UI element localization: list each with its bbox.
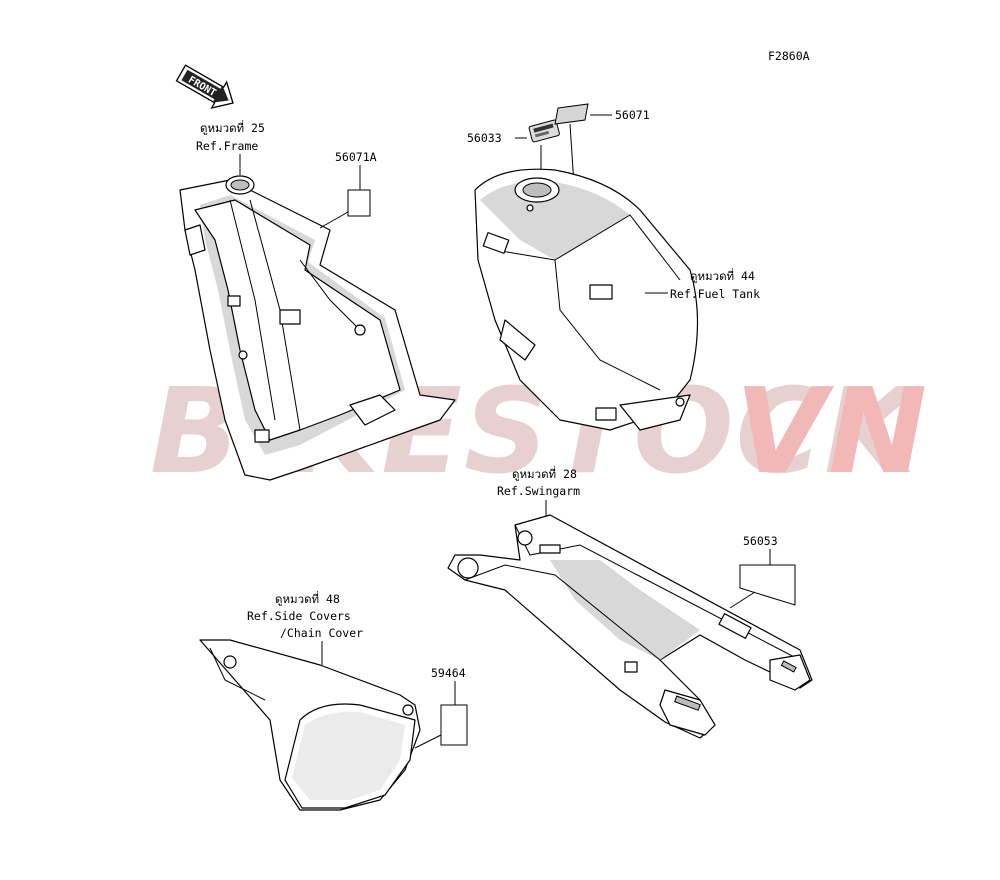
frame-ref-label: Ref.Frame bbox=[196, 139, 258, 153]
leader-59464-to-cover bbox=[414, 734, 442, 749]
frame-ref-thai: ดูหมวดที่ 25 bbox=[200, 120, 265, 135]
part-number-56071a: 56071A bbox=[335, 150, 377, 164]
covers-ref-thai: ดูหมวดที่ 48 bbox=[275, 591, 340, 606]
side-cover-part bbox=[199, 639, 421, 811]
part-number-59464: 59464 bbox=[431, 666, 466, 680]
label-59464 bbox=[440, 704, 468, 746]
figure-code: F2860A bbox=[768, 49, 810, 63]
tank-ref-label: Ref.Fuel Tank bbox=[670, 287, 760, 301]
front-arrow-icon: FRONT bbox=[175, 64, 234, 109]
part-number-56033: 56033 bbox=[467, 131, 502, 145]
label-56033 bbox=[528, 119, 560, 143]
fuel-tank-part bbox=[474, 168, 699, 431]
leader-56053-to-swingarm bbox=[729, 591, 756, 609]
swingarm-ref-label: Ref.Swingarm bbox=[497, 484, 580, 498]
label-56071a bbox=[347, 189, 371, 217]
leader-56071a-to-frame bbox=[319, 211, 349, 229]
tank-ref-thai: ดูหมวดที่ 44 bbox=[690, 268, 755, 283]
swingarm-ref-thai: ดูหมวดที่ 28 bbox=[512, 466, 577, 481]
part-number-56053: 56053 bbox=[743, 534, 778, 548]
swingarm-part bbox=[447, 514, 813, 739]
covers-ref-label-2: /Chain Cover bbox=[280, 626, 363, 640]
part-number-56071: 56071 bbox=[615, 108, 650, 122]
label-56071 bbox=[554, 103, 589, 125]
frame-part bbox=[179, 175, 456, 481]
watermark-text-accent: VN bbox=[735, 362, 929, 500]
covers-ref-label-1: Ref.Side Covers bbox=[247, 609, 351, 623]
label-56053 bbox=[739, 564, 796, 606]
